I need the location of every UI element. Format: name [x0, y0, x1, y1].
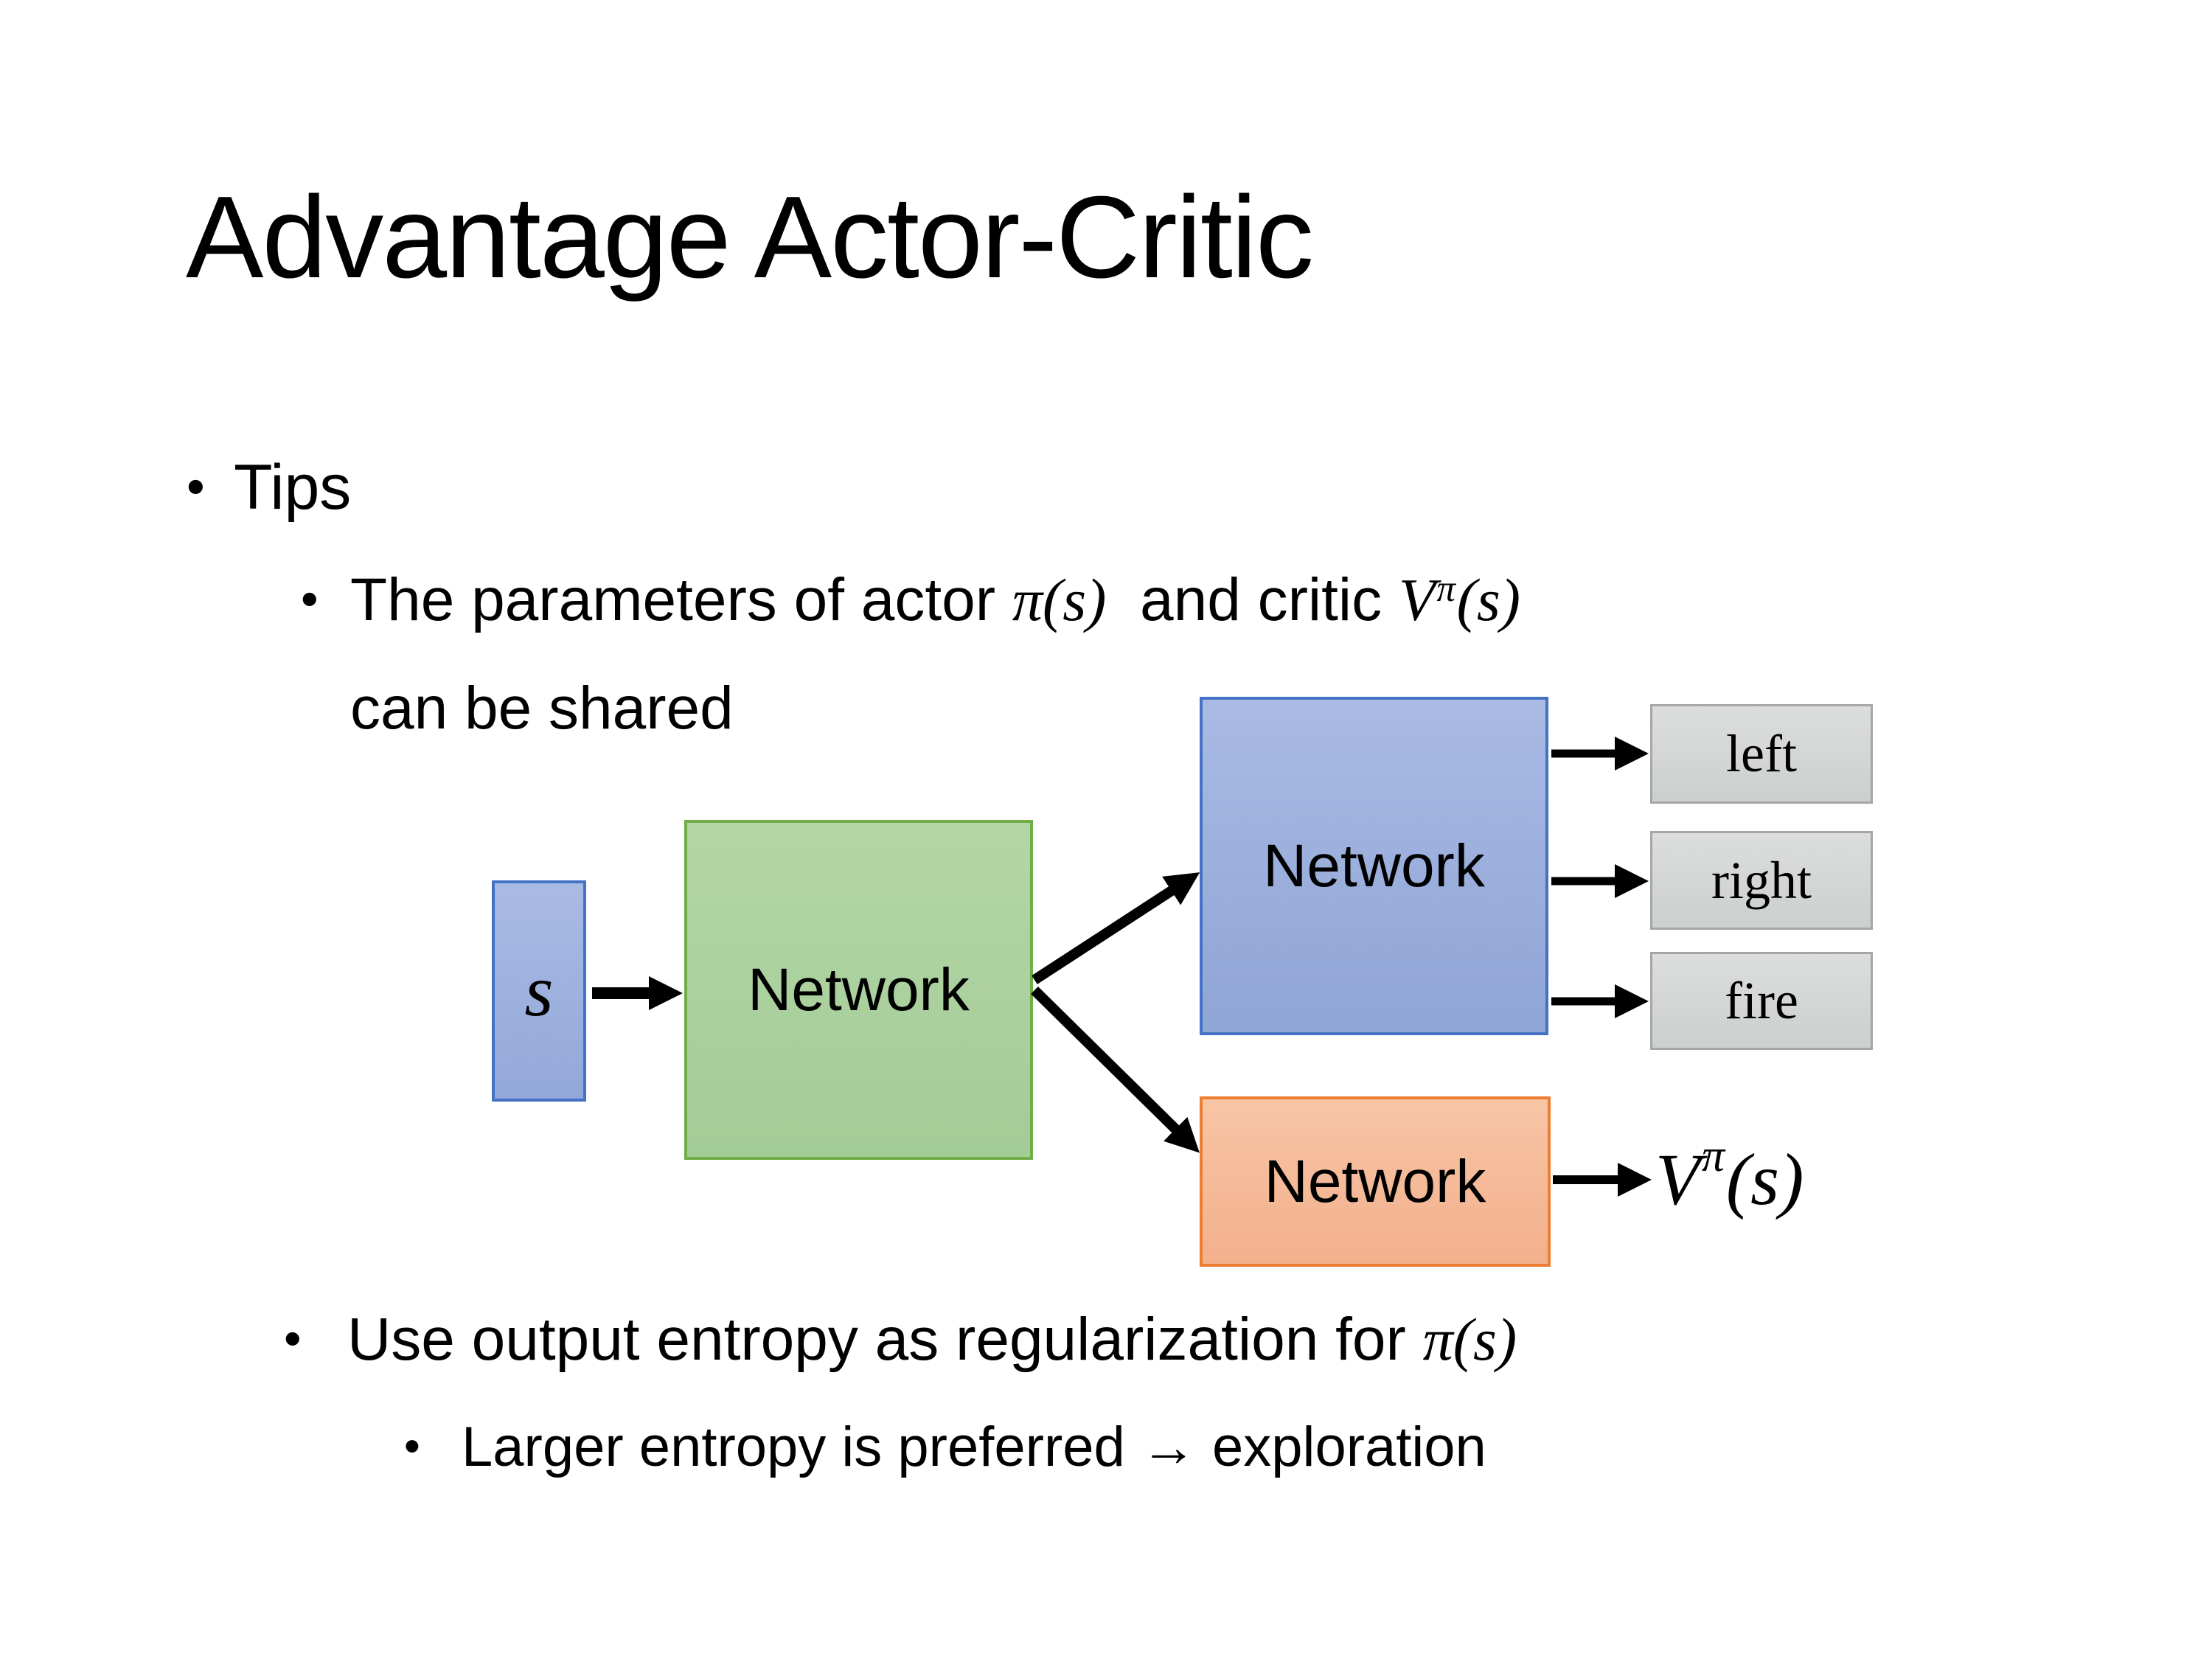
arrow-shared-to-actor-network	[1032, 872, 1200, 984]
tips-label: Tips	[234, 452, 352, 523]
shared-network-box: Network	[684, 820, 1033, 1160]
exploration-label: Larger entropy is preferred → exploratio…	[462, 1416, 1486, 1478]
bullet-icon: •	[284, 1311, 302, 1366]
output-right-label: right	[1711, 850, 1812, 910]
arrow-shared-to-critic-network	[1031, 987, 1200, 1153]
parameters-pre-text: The parameters of actor	[350, 566, 1012, 633]
bullet-icon: •	[404, 1421, 420, 1472]
critic-network-label: Network	[1264, 1147, 1486, 1215]
page-title: Advantage Actor-Critic	[186, 173, 1314, 302]
state-label: s	[524, 950, 554, 1032]
bullet-item-tips: • Tips	[187, 456, 351, 519]
bullet-item-exploration: • Larger entropy is preferred → explorat…	[404, 1419, 1486, 1475]
value-V-superscript: π	[1701, 1130, 1725, 1181]
critic-V-math: V	[1398, 566, 1436, 633]
parameters-line-1: The parameters of actor π(s) and critic …	[350, 567, 1520, 630]
output-fire-box: fire	[1650, 952, 1873, 1050]
output-left-label: left	[1726, 724, 1797, 783]
entropy-pi-math: π(s)	[1422, 1306, 1517, 1373]
value-V-args: (s)	[1725, 1138, 1804, 1220]
bullet-item-entropy: • Use output entropy as regularization f…	[284, 1310, 1517, 1370]
entropy-text: Use output entropy as regularization for…	[347, 1310, 1517, 1370]
entropy-pre-text: Use output entropy as regularization for	[347, 1306, 1423, 1373]
value-V-math: V	[1655, 1138, 1701, 1220]
critic-network-box: Network	[1200, 1096, 1551, 1267]
bullet-icon: •	[187, 457, 205, 515]
parameters-line-2: can be shared	[350, 675, 734, 742]
shared-network-label: Network	[748, 956, 970, 1023]
parameters-text: The parameters of actor π(s) and critic …	[350, 567, 1520, 759]
actor-network-box: Network	[1200, 697, 1548, 1035]
output-right-box: right	[1650, 831, 1873, 930]
output-fire-label: fire	[1725, 971, 1798, 1030]
output-left-box: left	[1650, 704, 1873, 804]
state-box: s	[492, 880, 586, 1102]
actor-pi-math: π(s)	[1012, 566, 1107, 633]
parameters-mid-text: and critic	[1106, 566, 1399, 633]
bullet-item-parameters: • The parameters of actor π(s) and criti…	[301, 567, 1520, 759]
critic-V-superscript: π	[1436, 567, 1455, 609]
bullet-icon: •	[301, 571, 319, 627]
actor-network-label: Network	[1263, 832, 1485, 900]
critic-V-args: (s)	[1456, 566, 1521, 633]
